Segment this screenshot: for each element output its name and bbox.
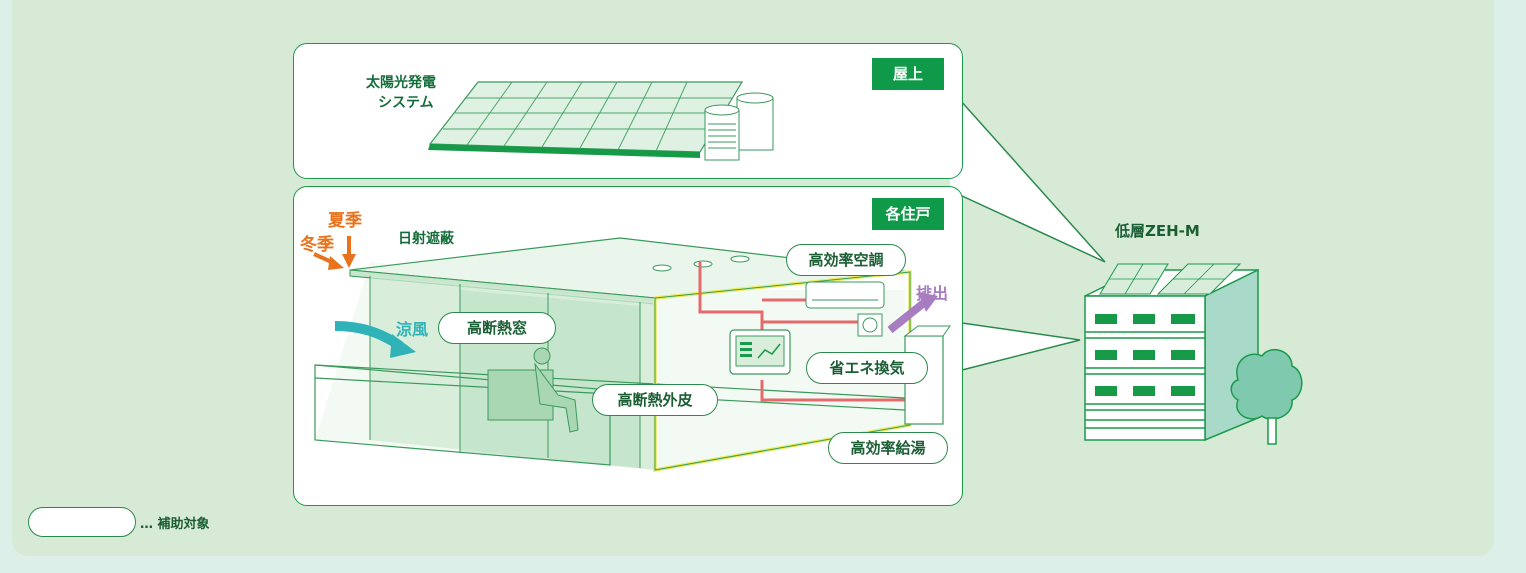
rooftop-tag: 屋上 xyxy=(872,58,944,90)
shading-label: 日射遮蔽 xyxy=(398,231,454,247)
legend-text: … 補助対象 xyxy=(140,517,210,532)
dwelling-tag: 各住戸 xyxy=(872,198,944,230)
building-label: 低層ZEH-M xyxy=(1115,222,1200,240)
legend-pill-sample xyxy=(28,507,136,537)
solar-label-line1: 太陽光発電 xyxy=(366,75,436,91)
subsidy-envelope-pill: 高断熱外皮 xyxy=(592,384,718,416)
summer-label: 夏季 xyxy=(328,211,362,231)
solar-label-line2: システム xyxy=(378,95,434,111)
subsidy-water-heater-pill: 高効率給湯 xyxy=(828,432,948,464)
subsidy-aircon-pill: 高効率空調 xyxy=(786,244,906,276)
exhaust-label: 排出 xyxy=(916,284,949,303)
winter-label: 冬季 xyxy=(300,235,334,255)
subsidy-ventilation-pill: 省エネ換気 xyxy=(806,352,928,384)
cool-breeze-label: 涼風 xyxy=(396,320,429,339)
subsidy-window-pill: 高断熱窓 xyxy=(438,312,556,344)
